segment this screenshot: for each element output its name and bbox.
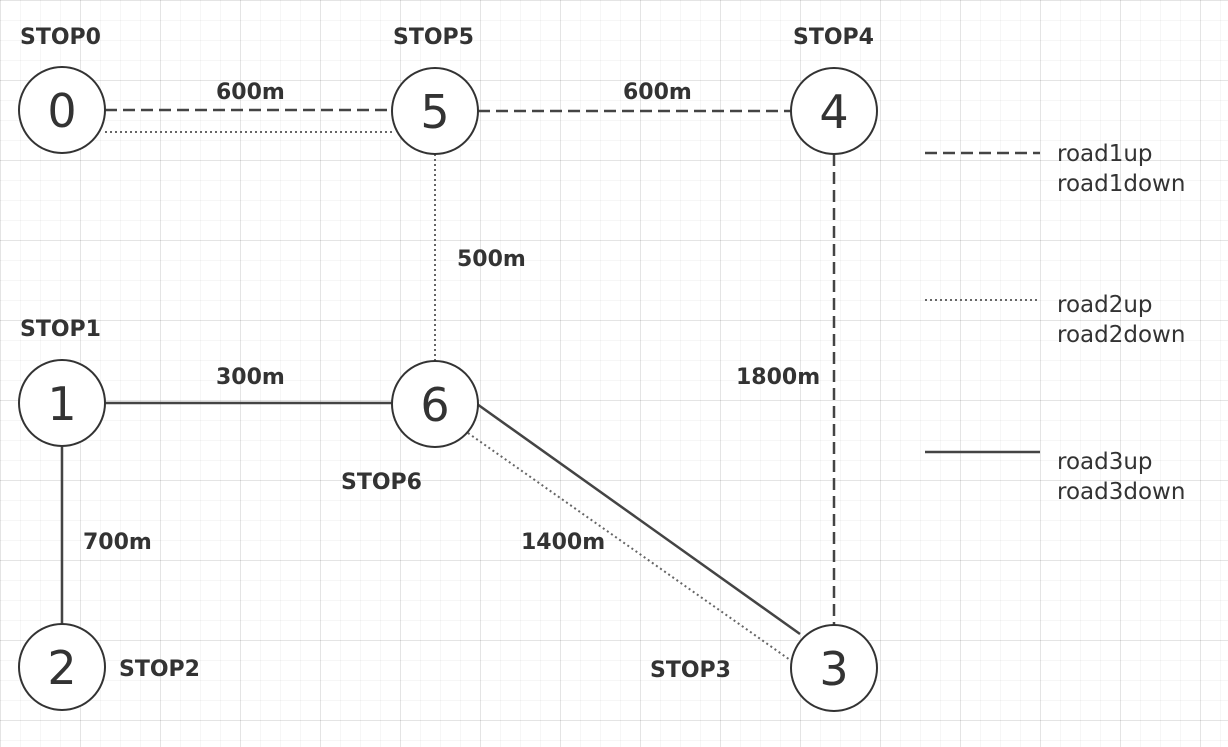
- distance-label-5-4: 600m: [623, 80, 692, 105]
- legend-label-road2up: road2up: [1057, 292, 1153, 318]
- stop-number-5: 5: [420, 85, 449, 139]
- stop-number-3: 3: [819, 642, 848, 696]
- legend-label-road3up: road3up: [1057, 449, 1153, 475]
- edge-6-3-road3: [476, 402, 801, 636]
- stop-label-5: STOP5: [393, 25, 474, 50]
- stop-label-3: STOP3: [650, 658, 731, 683]
- stop-label-2: STOP2: [119, 657, 200, 682]
- legend-item-road1: road1up road1down: [925, 141, 1185, 197]
- stop-number-0: 0: [47, 84, 76, 138]
- stop-node-6: 6: [391, 360, 479, 448]
- stop-node-2: 2: [18, 623, 106, 711]
- legend-item-road3: road3up road3down: [925, 449, 1185, 505]
- distance-label-0-5: 600m: [216, 80, 285, 105]
- legend: road1up road1down road2up road2down road…: [925, 141, 1185, 505]
- stop-number-6: 6: [420, 378, 449, 432]
- stop-label-6: STOP6: [341, 470, 422, 495]
- distance-label-5-6: 500m: [457, 247, 526, 272]
- distance-label-1-6: 300m: [216, 365, 285, 390]
- legend-label-road1down: road1down: [1057, 171, 1185, 197]
- distance-label-4-3: 1800m: [736, 365, 820, 390]
- stop-node-4: 4: [790, 67, 878, 155]
- stop-number-2: 2: [47, 641, 76, 695]
- stop-label-1: STOP1: [20, 317, 101, 342]
- stop-number-1: 1: [47, 377, 76, 431]
- stop-number-4: 4: [819, 85, 848, 139]
- legend-label-road1up: road1up: [1057, 141, 1153, 167]
- stop-label-4: STOP4: [793, 25, 874, 50]
- stop-label-0: STOP0: [20, 25, 101, 50]
- edge-6-3-road2: [467, 432, 794, 663]
- legend-label-road3down: road3down: [1057, 479, 1185, 505]
- legend-item-road2: road2up road2down: [925, 292, 1185, 348]
- stop-node-5: 5: [391, 67, 479, 155]
- stop-node-3: 3: [790, 624, 878, 712]
- legend-label-road2down: road2down: [1057, 322, 1185, 348]
- distance-label-1-2: 700m: [83, 530, 152, 555]
- stop-node-0: 0: [18, 66, 106, 154]
- stop-node-1: 1: [18, 359, 106, 447]
- distance-label-6-3: 1400m: [521, 530, 605, 555]
